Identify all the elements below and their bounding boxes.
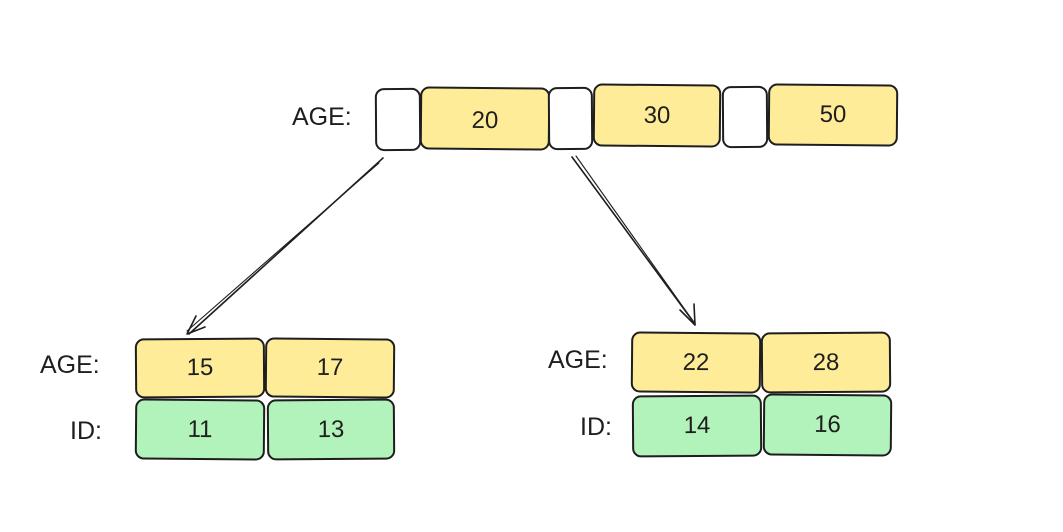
left-child-id-label: ID:	[70, 417, 102, 445]
right-child-id-label: ID:	[580, 413, 612, 441]
left-child-age-label: AGE:	[40, 351, 100, 379]
left-child-age-0: 15	[134, 337, 266, 399]
right-child-age-label: AGE:	[548, 346, 608, 374]
arrowhead-right-child	[679, 303, 696, 326]
right-child-age-0: 22	[630, 331, 762, 394]
root-age-label: AGE:	[292, 103, 352, 131]
arrow-to-right-child	[571, 156, 696, 325]
root-pointer-0	[374, 87, 422, 152]
arrow-to-left-child-sketch	[186, 162, 380, 332]
root-pointer-1	[547, 86, 594, 151]
left-child-age-1: 17	[264, 337, 396, 399]
left-child-id-0: 11	[134, 398, 266, 461]
root-pointer-2	[721, 85, 769, 149]
root-key-0: 20	[419, 86, 551, 151]
arrow-to-right-child-sketch	[575, 155, 694, 322]
arrowhead-left-child	[186, 315, 206, 335]
right-child-id-0: 14	[631, 394, 763, 458]
right-child-id-1: 16	[762, 393, 893, 457]
left-child-id-1: 13	[266, 398, 396, 461]
root-key-1: 30	[592, 83, 722, 148]
right-child-age-1: 28	[760, 331, 892, 394]
root-key-2: 50	[767, 83, 899, 147]
